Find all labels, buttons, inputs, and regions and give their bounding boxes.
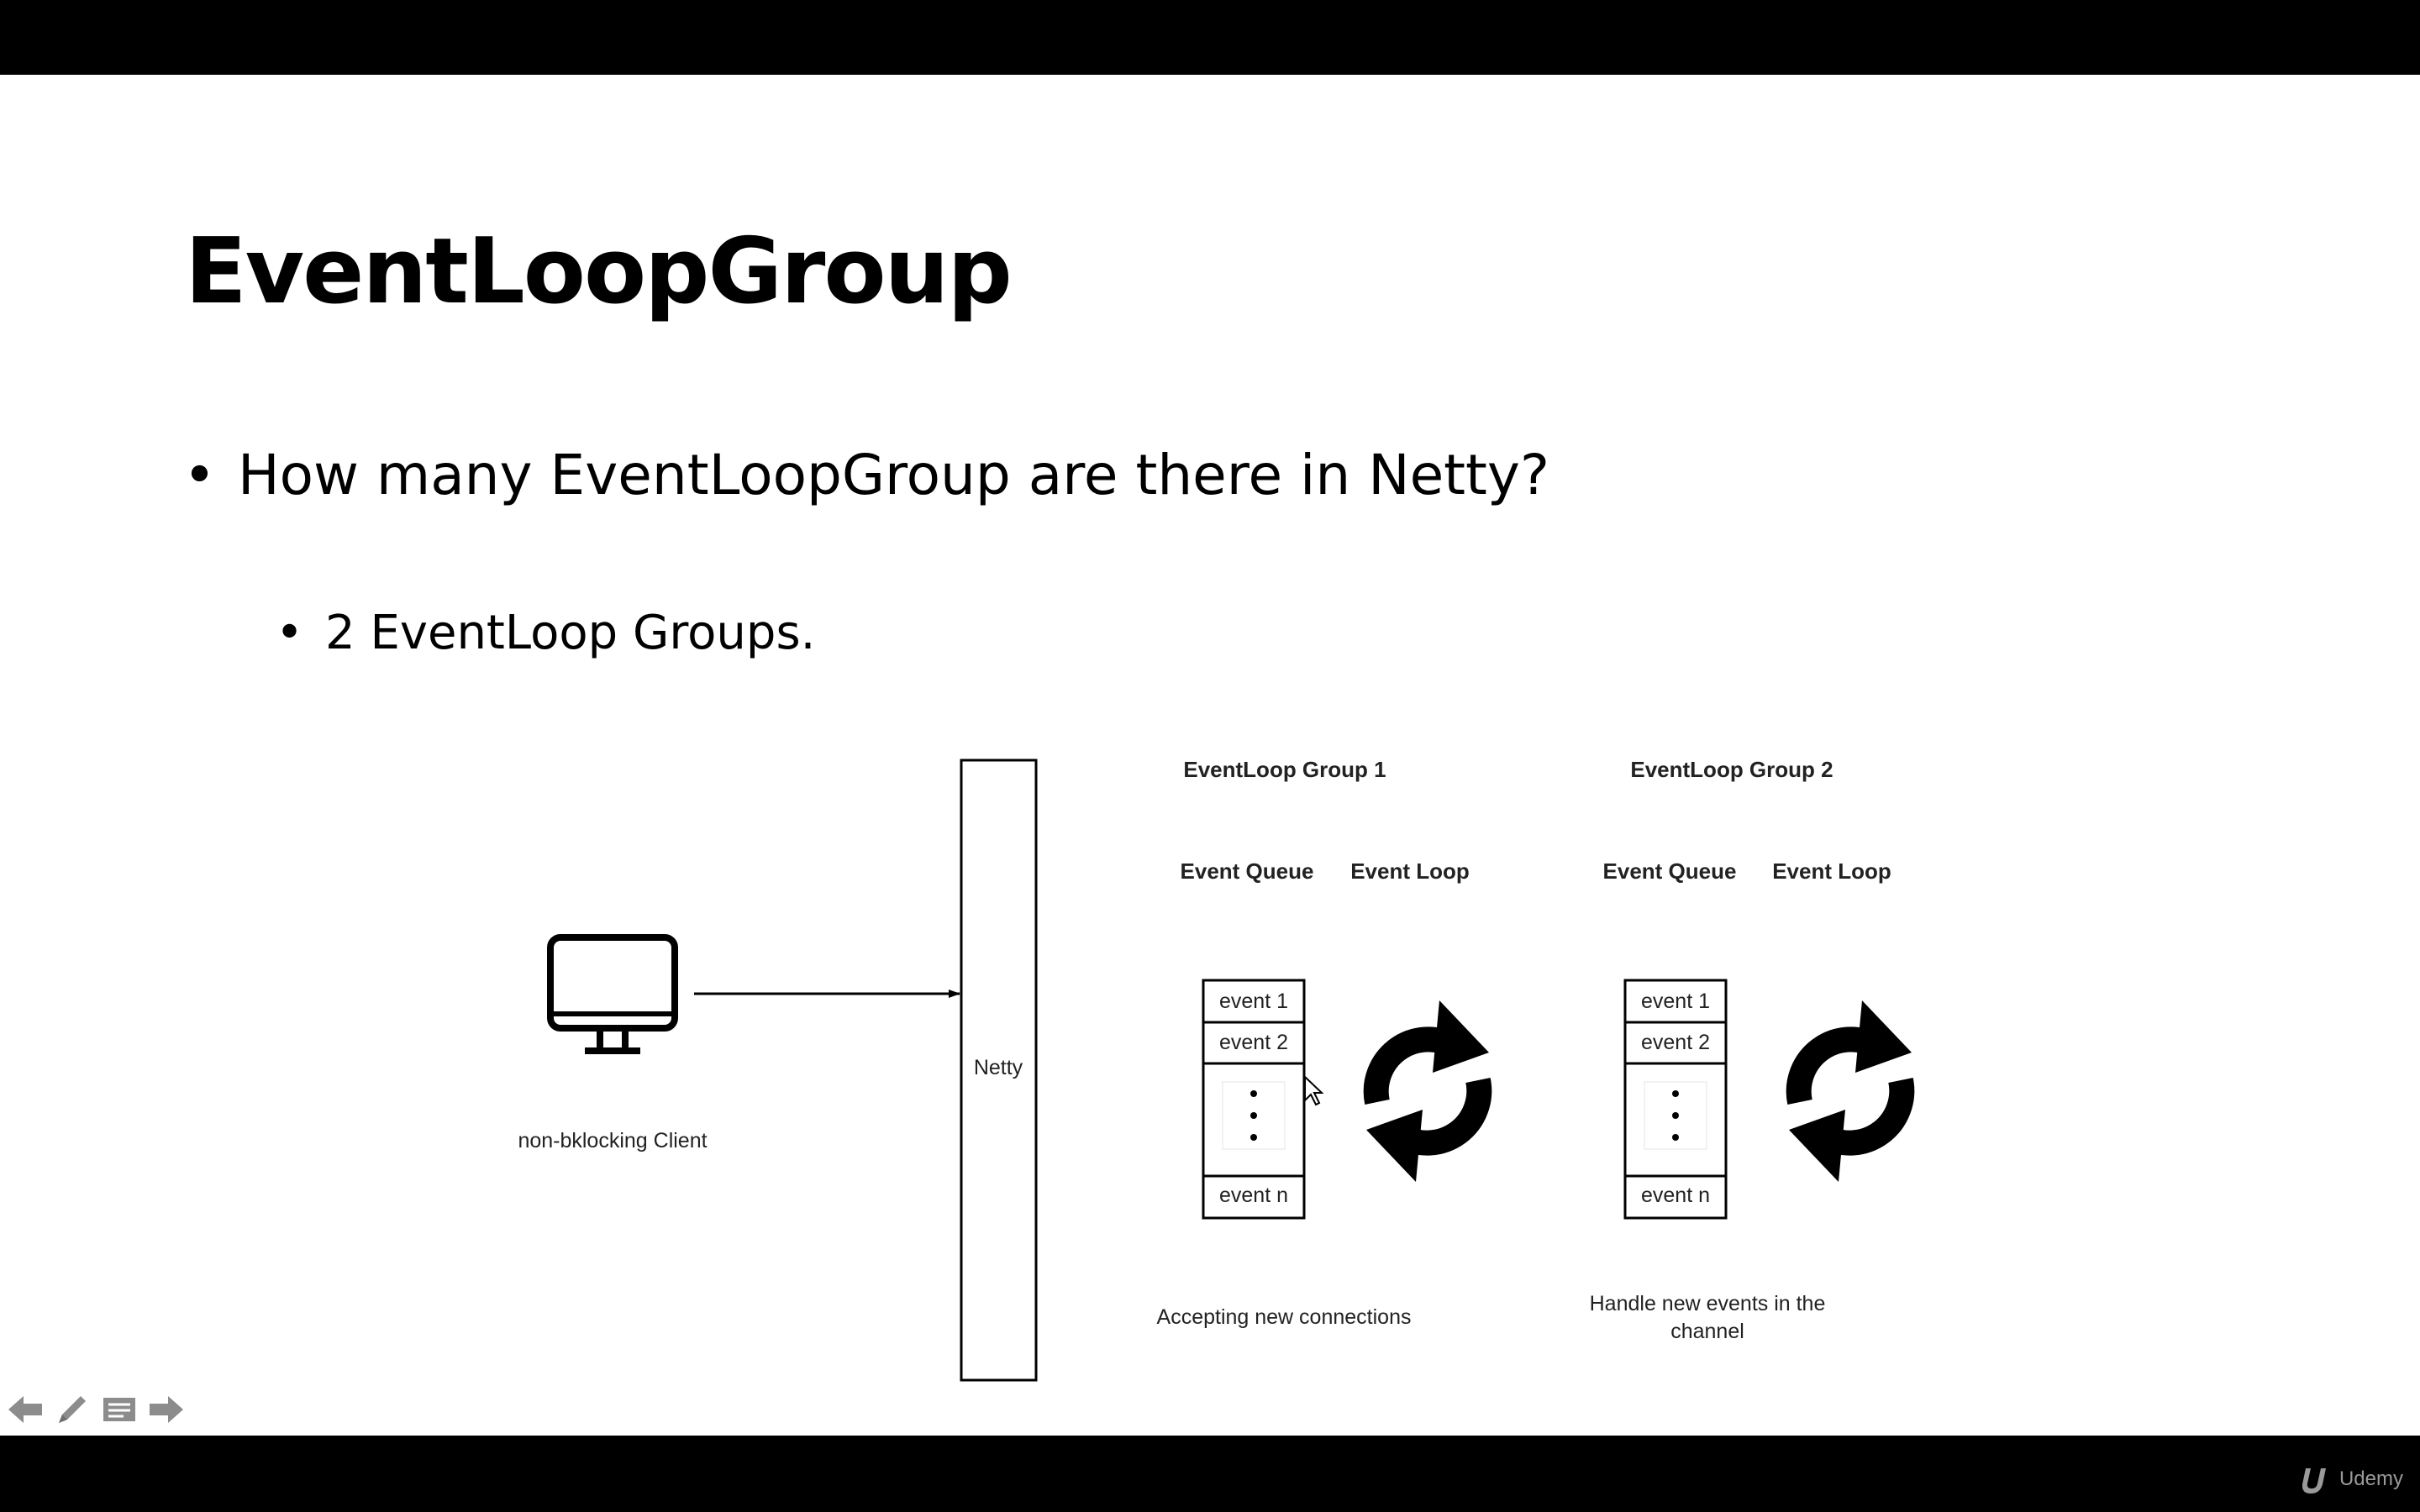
group-title: EventLoop Group 2 (1630, 757, 1833, 782)
group-title: EventLoop Group 1 (1183, 757, 1386, 782)
presentation-slide: EventLoopGroup • How many EventLoopGroup … (0, 75, 2420, 1436)
udemy-watermark: Udemy (2299, 1465, 2403, 1494)
mouse-cursor-icon (1304, 1074, 1324, 1106)
udemy-logo-icon (2302, 1468, 2326, 1494)
queue-event: event 1 (1641, 990, 1710, 1013)
event-queue: event 1 event 2 event n (1623, 979, 1728, 1220)
slide-menu-button[interactable] (99, 1389, 139, 1430)
pen-tool-button[interactable] (52, 1389, 92, 1430)
bullet-level-1: • How many EventLoopGroup are there in Ne… (183, 443, 1549, 507)
arrow-right-icon (150, 1396, 183, 1423)
bullet-text: How many EventLoopGroup are there in Net… (237, 443, 1550, 507)
bullet-marker: • (276, 606, 304, 660)
pencil-icon (59, 1396, 86, 1423)
queue-event: event n (1641, 1184, 1710, 1207)
netty-label: Netty (974, 1056, 1023, 1079)
event-queue-header: Event Queue (1603, 858, 1737, 884)
event-loop-header: Event Loop (1350, 858, 1470, 884)
slide-controls (5, 1389, 187, 1431)
event-queue: event 1 event 2 event n (1202, 979, 1306, 1220)
queue-event: event n (1219, 1184, 1288, 1207)
client-monitor-icon (547, 934, 678, 1054)
eventloop-group-1: EventLoop Group 1 Event Queue Event Loop… (1157, 757, 1489, 1329)
queue-event: event 2 (1219, 1031, 1288, 1054)
event-loop-refresh-icon (1366, 1000, 1489, 1182)
queue-event: event 1 (1219, 990, 1288, 1013)
next-slide-button[interactable] (146, 1389, 187, 1430)
slides-menu-icon (103, 1398, 135, 1421)
bullet-marker: • (183, 443, 216, 507)
event-loop-refresh-icon (1789, 1000, 1912, 1182)
client-label: non-bklocking Client (518, 1129, 707, 1152)
group-caption: Accepting new connections (1157, 1305, 1412, 1329)
queue-event: event 2 (1641, 1031, 1710, 1054)
bullet-level-2: • 2 EventLoop Groups. (276, 606, 815, 660)
event-loop-header: Event Loop (1772, 858, 1891, 884)
slide-title: EventLoopGroup (185, 219, 1013, 324)
udemy-wordmark: Udemy (2338, 1467, 2403, 1490)
eventloop-group-2: EventLoop Group 2 Event Queue Event Loop… (1590, 757, 1912, 1343)
video-letterbox-bottom (0, 1436, 2420, 1512)
video-letterbox-top (0, 0, 2420, 75)
group-caption: channel (1670, 1320, 1744, 1343)
arrow-left-icon (8, 1396, 42, 1423)
previous-slide-button[interactable] (5, 1389, 45, 1430)
bullet-text: 2 EventLoop Groups. (325, 606, 816, 660)
architecture-diagram: non-bklocking Client Netty EventLoop Gro… (518, 757, 2420, 1382)
event-queue-header: Event Queue (1181, 858, 1314, 884)
group-caption: Handle new events in the (1590, 1292, 1826, 1315)
netty-box (960, 759, 1038, 1382)
